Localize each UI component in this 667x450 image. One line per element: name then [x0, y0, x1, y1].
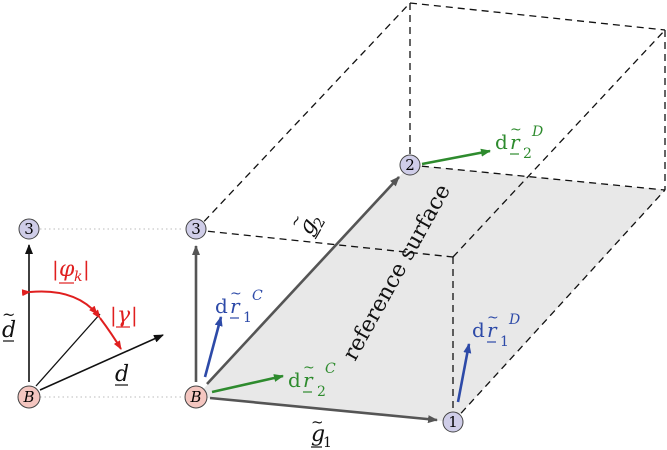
svg-text:d: d	[288, 368, 301, 392]
svg-text:r: r	[230, 294, 241, 318]
svg-text:|: |	[131, 303, 138, 328]
svg-text:~: ~	[230, 286, 242, 302]
reference-surface-plane	[196, 165, 665, 422]
svg-text:~: ~	[303, 360, 315, 376]
blue-vectors	[203, 316, 472, 403]
svg-text:|: |	[52, 257, 59, 282]
svg-text:1: 1	[500, 334, 509, 350]
svg-text:D: D	[508, 312, 520, 328]
svg-text:2: 2	[405, 156, 415, 174]
svg-text:3: 3	[191, 220, 201, 238]
dr2D-vector	[421, 148, 491, 166]
svg-text:D: D	[531, 124, 543, 140]
node-2: 2	[399, 154, 421, 176]
dr1C-vector	[203, 316, 223, 378]
label-dr2C: d ~ r C 2	[288, 360, 336, 400]
svg-text:3: 3	[24, 220, 34, 238]
svg-text:d: d	[472, 318, 485, 342]
d-vector	[39, 334, 164, 391]
node-B-left: B	[17, 385, 41, 409]
label-gamma: | γ |	[110, 303, 138, 328]
svg-text:φ: φ	[59, 257, 75, 282]
g1-vector	[209, 396, 438, 424]
svg-text:r: r	[303, 368, 314, 392]
svg-text:B: B	[22, 388, 34, 406]
svg-text:~: ~	[311, 413, 324, 431]
label-d-tilde-left: d ~	[2, 305, 16, 343]
dotted-helper-lines	[40, 228, 183, 398]
svg-text:C: C	[252, 288, 263, 304]
node-B-main: B	[184, 385, 208, 409]
svg-text:1: 1	[243, 310, 252, 326]
svg-text:|: |	[110, 303, 117, 328]
label-dr1C: d ~ r C 1	[215, 286, 263, 326]
svg-text:~: ~	[487, 310, 499, 326]
svg-text:B: B	[189, 388, 201, 406]
svg-text:k: k	[74, 269, 82, 285]
label-g1: ~ g 1	[311, 413, 332, 450]
phi-k-arc	[21, 289, 98, 315]
svg-text:d: d	[495, 130, 508, 154]
svg-text:1: 1	[323, 435, 332, 450]
svg-text:r: r	[487, 318, 498, 342]
node-3-main: 3	[185, 218, 207, 240]
svg-text:d: d	[115, 362, 129, 387]
svg-text:2: 2	[523, 146, 532, 162]
label-g2: ~ g 2	[285, 211, 329, 240]
green-vectors	[211, 148, 491, 394]
label-phi-k: | φ k |	[52, 257, 90, 285]
svg-text:2: 2	[317, 384, 326, 400]
dr1D-vector	[456, 343, 472, 403]
dashed-prism-edges	[195, 2, 666, 423]
label-dr1D: d ~ r D 1	[472, 310, 520, 350]
svg-text:d: d	[2, 318, 16, 343]
node-3-left: 3	[18, 218, 40, 240]
middle-line	[35, 313, 101, 387]
label-d-left: d	[115, 362, 129, 387]
dr2C-vector	[211, 374, 284, 394]
svg-text:d: d	[215, 294, 228, 318]
svg-text:g: g	[311, 422, 325, 447]
svg-text:1: 1	[448, 413, 458, 431]
svg-text:~: ~	[510, 122, 522, 138]
svg-text:C: C	[325, 361, 336, 377]
node-1: 1	[442, 411, 464, 433]
svg-text:~: ~	[2, 305, 15, 324]
left-director-diagram	[21, 244, 164, 391]
svg-text:γ: γ	[117, 303, 131, 328]
g2-vector	[206, 176, 400, 385]
label-dr2D: d ~ r D 2	[495, 122, 543, 162]
gamma-arc	[92, 309, 122, 350]
base-vectors	[192, 176, 438, 424]
svg-text:|: |	[83, 257, 90, 282]
svg-text:r: r	[510, 130, 521, 154]
